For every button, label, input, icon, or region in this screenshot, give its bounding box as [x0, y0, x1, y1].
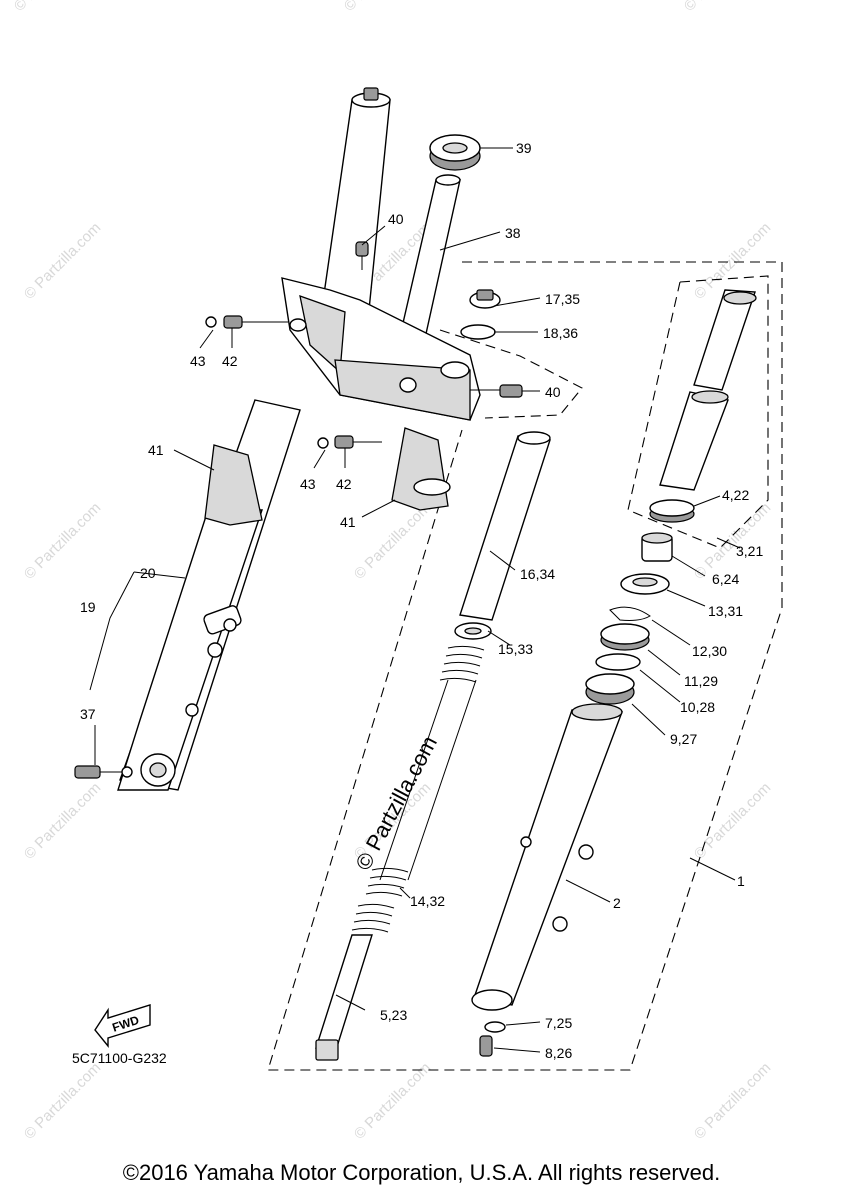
inner-components: [315, 431, 551, 1061]
part-label-20: 20: [140, 565, 156, 581]
part-label-40: 40: [388, 211, 404, 227]
watermark-text: © Partzilla.com: [351, 499, 434, 582]
part-label-2: 2: [613, 895, 621, 911]
part-label-16-34: 16,34: [520, 566, 555, 582]
part-label-38: 38: [505, 225, 521, 241]
assembly-1-boundary: [267, 261, 783, 1071]
part-label-1: 1: [737, 873, 745, 889]
part-label-43: 43: [300, 476, 316, 492]
watermark-text: © Partzilla.com: [351, 1059, 434, 1142]
part-label-5-23: 5,23: [380, 1007, 407, 1023]
watermark-text: © Partzilla.com: [691, 779, 774, 862]
watermark-text: © Partzilla.com: [21, 499, 104, 582]
watermark-text: © Partzilla.com: [21, 1059, 104, 1142]
bracket-hardware: [205, 241, 523, 511]
part-label-12-30: 12,30: [692, 643, 727, 659]
part-label-37: 37: [80, 706, 96, 722]
watermark-text: © Partzilla.com: [21, 779, 104, 862]
watermark-text: © Partzilla.com: [11, 0, 94, 15]
part-labels: 39 38 40 17,35 18,36 40 43 42 43 42 41 4…: [80, 140, 763, 1061]
part-label-13-31: 13,31: [708, 603, 743, 619]
assembled-fork-leg: [74, 87, 481, 791]
part-label-4-22: 4,22: [722, 487, 749, 503]
part-label-43: 43: [190, 353, 206, 369]
part-label-8-26: 8,26: [545, 1045, 572, 1061]
part-label-7-25: 7,25: [545, 1015, 572, 1031]
watermark-text: © Partzilla.com: [21, 219, 104, 302]
part-label-17-35: 17,35: [545, 291, 580, 307]
watermark-text: © Partzilla.com: [681, 0, 764, 15]
watermark-text: © Partzilla.com: [691, 1059, 774, 1142]
part-label-15-33: 15,33: [498, 641, 533, 657]
part-label-18-36: 18,36: [543, 325, 578, 341]
part-label-41: 41: [148, 442, 164, 458]
spring-upper: [439, 645, 485, 683]
assembly-3-21-boundary: [627, 275, 769, 549]
assembly-boundary-lines: [267, 261, 783, 1071]
part-label-19: 19: [80, 599, 96, 615]
part-label-39: 39: [516, 140, 532, 156]
diagram-code: 5C71100-G232: [72, 1050, 167, 1066]
leader-lines: [89, 147, 741, 1053]
part-label-11-29: 11,29: [684, 673, 718, 689]
part-label-41: 41: [340, 514, 356, 530]
part-label-3-21: 3,21: [736, 543, 763, 559]
watermark-layer: © Partzilla.com © Partzilla.com © Partzi…: [11, 0, 774, 1143]
outer-tube-components: [471, 289, 757, 1057]
bracket-assembly-boundary: [439, 329, 583, 419]
part-label-14-32: 14,32: [410, 893, 445, 909]
watermark-text: © Partzilla.com: [341, 0, 424, 15]
part-label-42: 42: [222, 353, 238, 369]
part-label-9-27: 9,27: [670, 731, 697, 747]
part-label-10-28: 10,28: [680, 699, 715, 715]
part-label-42: 42: [336, 476, 352, 492]
spring-lower: [351, 867, 409, 933]
part-label-6-24: 6,24: [712, 571, 739, 587]
copyright-notice: ©2016 Yamaha Motor Corporation, U.S.A. A…: [122, 1160, 721, 1185]
fwd-arrow-icon: FWD: [94, 1004, 151, 1048]
part-label-40: 40: [545, 384, 561, 400]
